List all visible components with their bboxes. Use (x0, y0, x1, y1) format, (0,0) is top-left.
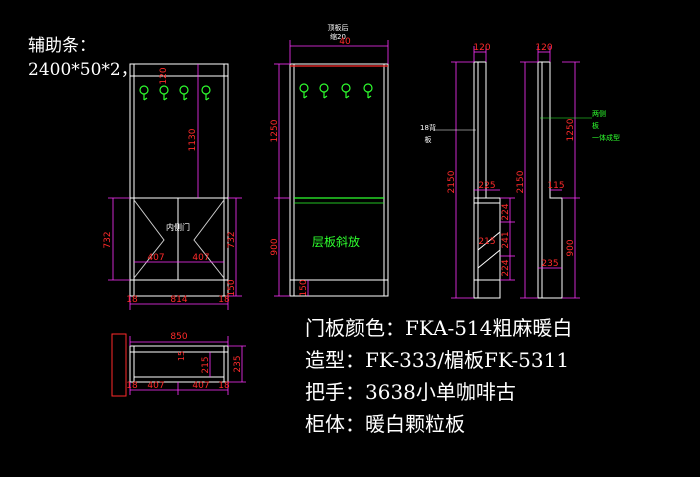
coat-hook-icons-section (299, 83, 373, 99)
dim-235-profile: 235 (541, 259, 558, 269)
dim-224-bottom: 224 (501, 259, 511, 276)
dim-115: 115 (547, 181, 564, 191)
dim-120-hook: 120 (159, 67, 169, 84)
side-panel-note-line3: 一体成型 (592, 133, 620, 142)
side-profile-view: 120 两侧 板 一体成型 2150 1250 115 900 235 (516, 43, 620, 299)
plan-outline (129, 345, 229, 383)
coat-hook-icon (139, 85, 149, 101)
dim-150-base: 150 (227, 279, 237, 296)
dim-235-plan: 235 (233, 355, 243, 372)
dim-1250-profile: 1250 (566, 118, 576, 141)
coat-hook-icon (179, 85, 189, 101)
coat-hook-icon (299, 83, 309, 99)
side-section-view: 120 18背 板 2150 225 224 241 224 215 (420, 43, 515, 299)
coat-hook-icon (159, 85, 169, 101)
inner-door-label: 内侧门 (166, 222, 190, 232)
dim-215-side: 215 (478, 237, 495, 247)
back-panel-note-line2: 板 (425, 135, 432, 144)
dim-18-right: 18 (218, 295, 230, 305)
dim-732-right: 732 (227, 231, 237, 248)
dim-40: 40 (339, 37, 351, 47)
dim-850: 850 (170, 332, 187, 342)
dim-18-plan-left: 18 (126, 381, 138, 391)
front-elevation: 120 1130 732 732 150 407 407 18 814 18 内… (103, 63, 242, 310)
side-panel-note-line1: 两侧 (592, 109, 606, 118)
side-panel-note-line2: 板 (592, 121, 599, 130)
dim-900: 900 (270, 238, 280, 255)
plan-view: 850 15 18 407 407 18 215 235 (111, 332, 246, 397)
dim-814: 814 (170, 295, 187, 305)
dim-120-profile: 120 (535, 43, 552, 53)
dim-215-plan: 215 (201, 356, 211, 373)
back-panel-note-line1: 18背 (420, 123, 436, 132)
dim-407-plan-left: 407 (147, 381, 164, 391)
spec-door-color: 门板颜色：FKA-514粗麻暖白 (305, 316, 573, 340)
dim-15: 15 (177, 351, 186, 361)
dim-150-section: 150 (299, 279, 309, 296)
dim-225: 225 (478, 181, 495, 191)
top-panel-note-line2: 缩20 (330, 32, 346, 41)
auxiliary-strip-size: 2400*50*2， (28, 60, 138, 80)
cabinet-outline (129, 63, 229, 297)
shelf-slanted-label: 层板斜放 (312, 234, 360, 249)
dim-2150-profile: 2150 (516, 170, 526, 193)
dim-18-left: 18 (126, 295, 138, 305)
auxiliary-strip-note: 辅助条： 2400*50*2， (28, 34, 138, 82)
section-view: 顶板后 缩20 40 1250 900 150 层板斜放 (270, 23, 389, 297)
coat-hook-icons (139, 85, 211, 101)
dim-1250: 1250 (270, 119, 280, 142)
dim-18-plan-right: 18 (218, 381, 230, 391)
coat-hook-icon (201, 85, 211, 101)
dim-241: 241 (501, 231, 511, 248)
spec-body: 柜体：暖白颗粒板 (305, 412, 465, 436)
dim-224-top: 224 (501, 203, 511, 220)
spec-style: 造型：FK-333/楣板FK-5311 (305, 348, 570, 372)
section-outline (289, 63, 389, 297)
dim-2150-side: 2150 (447, 170, 457, 193)
dim-120-side: 120 (473, 43, 490, 53)
spec-panel: 门板颜色：FKA-514粗麻暖白 造型：FK-333/楣板FK-5311 把手：… (305, 312, 572, 440)
coat-hook-icon (363, 83, 373, 99)
dim-1130: 1130 (188, 128, 198, 151)
top-panel-note-line1: 顶板后 (328, 23, 349, 32)
dim-900-profile: 900 (566, 239, 576, 256)
spec-handle: 把手：3638小单咖啡古 (305, 380, 516, 404)
coat-hook-icon (319, 83, 329, 99)
auxiliary-strip-title: 辅助条： (28, 36, 96, 56)
dim-407-plan-right: 407 (192, 381, 209, 391)
dim-407-right: 407 (192, 253, 209, 263)
dim-407-left: 407 (147, 253, 164, 263)
dim-732-left: 732 (103, 231, 113, 248)
coat-hook-icon (341, 83, 351, 99)
